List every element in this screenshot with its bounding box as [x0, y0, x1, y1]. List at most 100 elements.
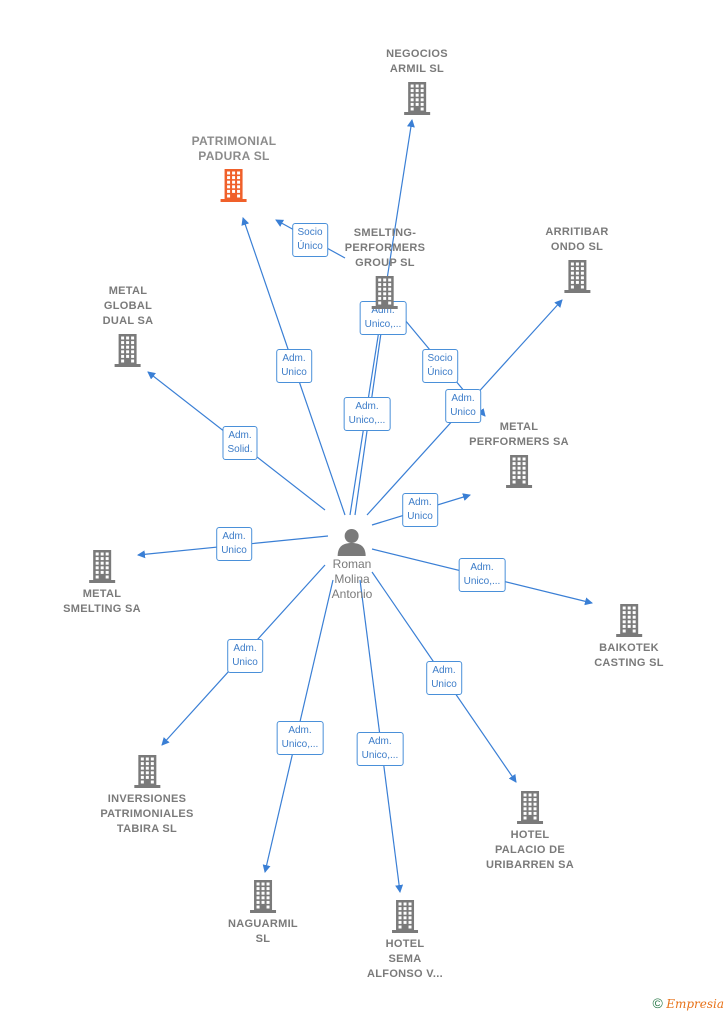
relation-tag-line: Adm. [222, 531, 246, 542]
relation-tag-metal_global[interactable]: Adm. Solid. [222, 426, 258, 460]
company-name-line: SMELTING SA [63, 603, 141, 615]
person-name-line: Antonio [331, 587, 373, 601]
relation-tag-line: Único [297, 241, 323, 252]
relation-tag-line: Único [427, 367, 453, 378]
company-name-line: GROUP SL [355, 257, 415, 269]
company-name-line: URIBARREN SA [486, 859, 574, 871]
relation-tag-line: Socio [297, 227, 323, 238]
building-icon [114, 334, 141, 367]
company-name-line: INVERSIONES [107, 793, 187, 805]
building-icon [505, 455, 532, 488]
relation-tag-line: Adm. [408, 497, 432, 508]
relation-tag-smelting_perf[interactable]: Adm. Unico,... [359, 301, 407, 335]
company-name-line: CASTING SL [594, 657, 664, 669]
company-name-line: METAL [499, 421, 539, 433]
relation-tag-negocios[interactable]: Adm. Unico,... [343, 397, 391, 431]
company-name-line: SEMA [388, 953, 422, 965]
relation-tag-patrimonial[interactable]: Adm. Unico [276, 349, 312, 383]
copyright-notice: © Empresia [653, 995, 724, 1011]
relation-tag-line: Adm. [451, 393, 475, 404]
company-node-arritibar[interactable]: ARRITIBAR ONDO SL [545, 225, 608, 293]
copyright-symbol: © [652, 995, 663, 1011]
building-icon [563, 260, 590, 293]
building-icon [249, 880, 276, 913]
relation-tag-metal_perf[interactable]: Adm. Unico [402, 493, 438, 527]
person-name-line: Molina [334, 572, 370, 586]
company-node-metal-smelting[interactable]: METAL SMELTING SA [63, 549, 141, 617]
company-node-baikotek[interactable]: BAIKOTEK CASTING SL [594, 603, 664, 671]
relation-tag-line: Adm. [470, 562, 494, 573]
relation-tag-line: Unico,... [463, 576, 501, 587]
relation-tag-naguarmil[interactable]: Adm. Unico,... [276, 721, 324, 755]
company-name-line: HOTEL [385, 938, 425, 950]
relation-tag-line: Adm. [233, 643, 257, 654]
relation-tag-inversiones[interactable]: Adm. Unico [227, 639, 263, 673]
company-name-line: ARRITIBAR [545, 226, 609, 238]
company-name-line: PATRIMONIAL [191, 134, 277, 148]
building-icon [372, 276, 398, 309]
company-name-line: DUAL SA [102, 315, 154, 327]
company-name-line: ARMIL SL [389, 63, 445, 75]
company-name-line: PATRIMONIALES [100, 808, 194, 820]
relation-tag-hotel_palacio[interactable]: Adm.Unico [426, 661, 462, 695]
building-icon [392, 900, 418, 933]
company-name-line: PADURA SL [198, 149, 270, 163]
company-node-metal-perf[interactable]: METAL PERFORMERS SA [469, 420, 569, 488]
company-name-line: METAL [82, 588, 122, 600]
relation-tag-line: Adm. [228, 430, 252, 441]
relation-tag-line: Adm. [288, 725, 312, 736]
building-icon [133, 755, 160, 788]
relation-tag-line: Unico [407, 511, 433, 522]
relation-tag-line: Adm. [371, 305, 395, 316]
relation-tag-line: Unico [232, 657, 258, 668]
relation-tag-metal_smelting[interactable]: Adm. Unico [216, 527, 252, 561]
building-icon [220, 169, 247, 202]
building-icon [89, 550, 115, 583]
company-name-line: METAL [108, 285, 148, 297]
relation-tag-baikotek[interactable]: Adm. Unico,... [458, 558, 506, 592]
relation-tag-line: Unico [431, 679, 457, 690]
relation-tag-line: Solid. [227, 444, 253, 455]
relation-tag-line: Unico,... [364, 319, 402, 330]
company-name-line: TABIRA SL [116, 823, 178, 835]
brand-name: Empresia [666, 997, 724, 1011]
company-name-line: NAGUARMIL [228, 918, 298, 930]
person-icon [337, 529, 366, 556]
relation-tag-line: Unico [221, 545, 247, 556]
building-icon [616, 604, 642, 637]
relation-tag-line: Unico,... [281, 739, 319, 750]
company-node-metal-global[interactable]: METAL GLOBAL DUAL SA [103, 284, 154, 367]
company-node-inversiones[interactable]: INVERSIONES PATRIMONIALES TABIRA SL [100, 754, 193, 837]
company-name-line: PERFORMERS SA [469, 436, 569, 448]
company-name-line: GLOBAL [103, 300, 153, 312]
company-name-line: HOTEL [510, 829, 550, 841]
building-icon [404, 82, 430, 115]
company-name-line: NEGOCIOS [386, 48, 448, 60]
relation-tag-line: Unico [281, 367, 307, 378]
relation-tag-line: Socio [427, 353, 453, 364]
company-name-line: SL [255, 933, 271, 945]
relation-tag-line: Unico,... [361, 750, 399, 761]
relation-tag-line: Unico [450, 407, 476, 418]
company-name-line: PALACIO DE [494, 844, 566, 856]
person-node[interactable]: Roman Molina Antonio [331, 527, 373, 602]
company-name-line: ONDO SL [550, 241, 604, 253]
relation-tag-line: Adm. [282, 353, 306, 364]
company-name-line: BAIKOTEK [599, 642, 659, 654]
company-name-line: SMELTING- [353, 227, 417, 239]
relation-tag-hotel_sema[interactable]: Adm.Unico,... [356, 732, 404, 766]
relation-tag-arritibar[interactable]: Adm. Unico [445, 389, 481, 423]
company-node-naguarmil[interactable]: NAGUARMIL SL [228, 879, 298, 947]
company-node-hotel-palacio[interactable]: HOTEL PALACIO DE URIBARREN SA [486, 790, 574, 873]
person-name-line: Roman [332, 557, 372, 571]
building-icon [517, 791, 543, 824]
relation-tag-line: Adm. [355, 401, 379, 412]
relation-tag-line: Unico,... [348, 415, 386, 426]
company-node-negocios[interactable]: NEGOCIOS ARMIL SL [386, 47, 448, 115]
